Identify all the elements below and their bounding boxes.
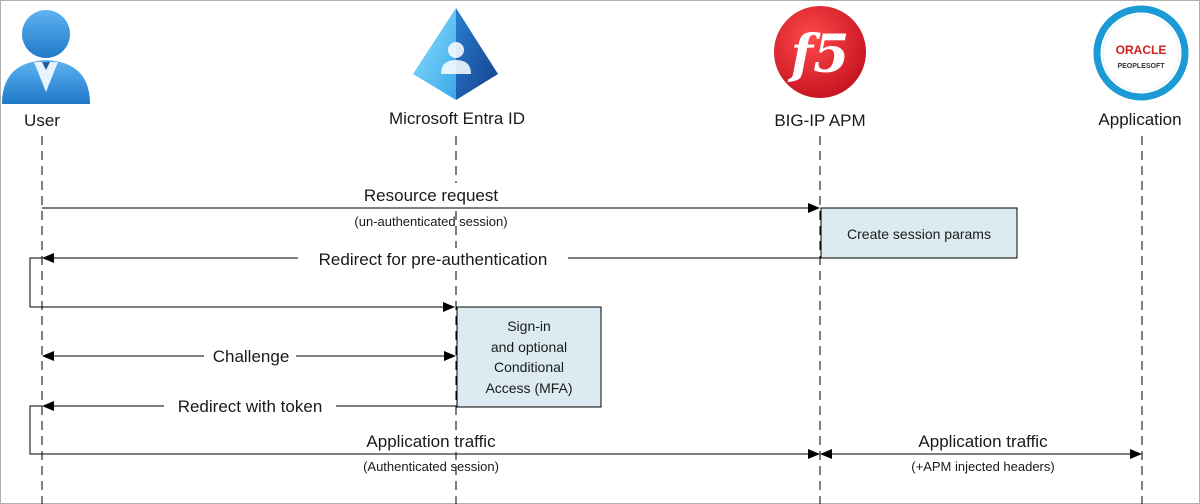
arrow-user-to-entra bbox=[29, 257, 455, 312]
actor-label-application: Application bbox=[1098, 110, 1181, 129]
create-session-label: Create session params bbox=[847, 226, 991, 242]
msg-resource-request: Resource request bbox=[364, 186, 498, 205]
create-session-box bbox=[820, 207, 1018, 259]
msg-app-traffic: Application traffic bbox=[366, 432, 496, 451]
f5-logo-icon: f5 bbox=[774, 6, 866, 98]
oracle-peoplesoft-logo-icon: ORACLE PEOPLESOFT bbox=[1093, 5, 1189, 101]
entra-id-icon bbox=[413, 8, 498, 100]
actor-label-bigip: BIG-IP APM bbox=[774, 111, 865, 130]
signin-label-2: and optional bbox=[491, 339, 567, 355]
msg-app-traffic-2-sub: (+APM injected headers) bbox=[911, 459, 1054, 474]
signin-label-4: Access (MFA) bbox=[485, 380, 572, 396]
msg-resource-request-sub: (un-authenticated session) bbox=[354, 214, 507, 229]
user-icon bbox=[2, 10, 90, 104]
msg-app-traffic-sub: (Authenticated session) bbox=[363, 459, 499, 474]
signin-box bbox=[456, 306, 602, 408]
actor-label-user: User bbox=[24, 111, 60, 130]
signin-label-1: Sign-in bbox=[507, 318, 551, 334]
svg-text:PEOPLESOFT: PEOPLESOFT bbox=[1117, 63, 1165, 70]
svg-text:f5: f5 bbox=[787, 24, 850, 85]
arrow-app-traffic bbox=[29, 405, 820, 459]
msg-challenge: Challenge bbox=[213, 347, 290, 366]
msg-redirect-preauth: Redirect for pre-authentication bbox=[319, 250, 548, 269]
msg-app-traffic-2: Application traffic bbox=[918, 432, 1048, 451]
svg-text:ORACLE: ORACLE bbox=[1116, 43, 1167, 57]
signin-label-3: Conditional bbox=[494, 359, 564, 375]
msg-redirect-token: Redirect with token bbox=[178, 397, 323, 416]
actor-label-entra: Microsoft Entra ID bbox=[389, 109, 525, 128]
